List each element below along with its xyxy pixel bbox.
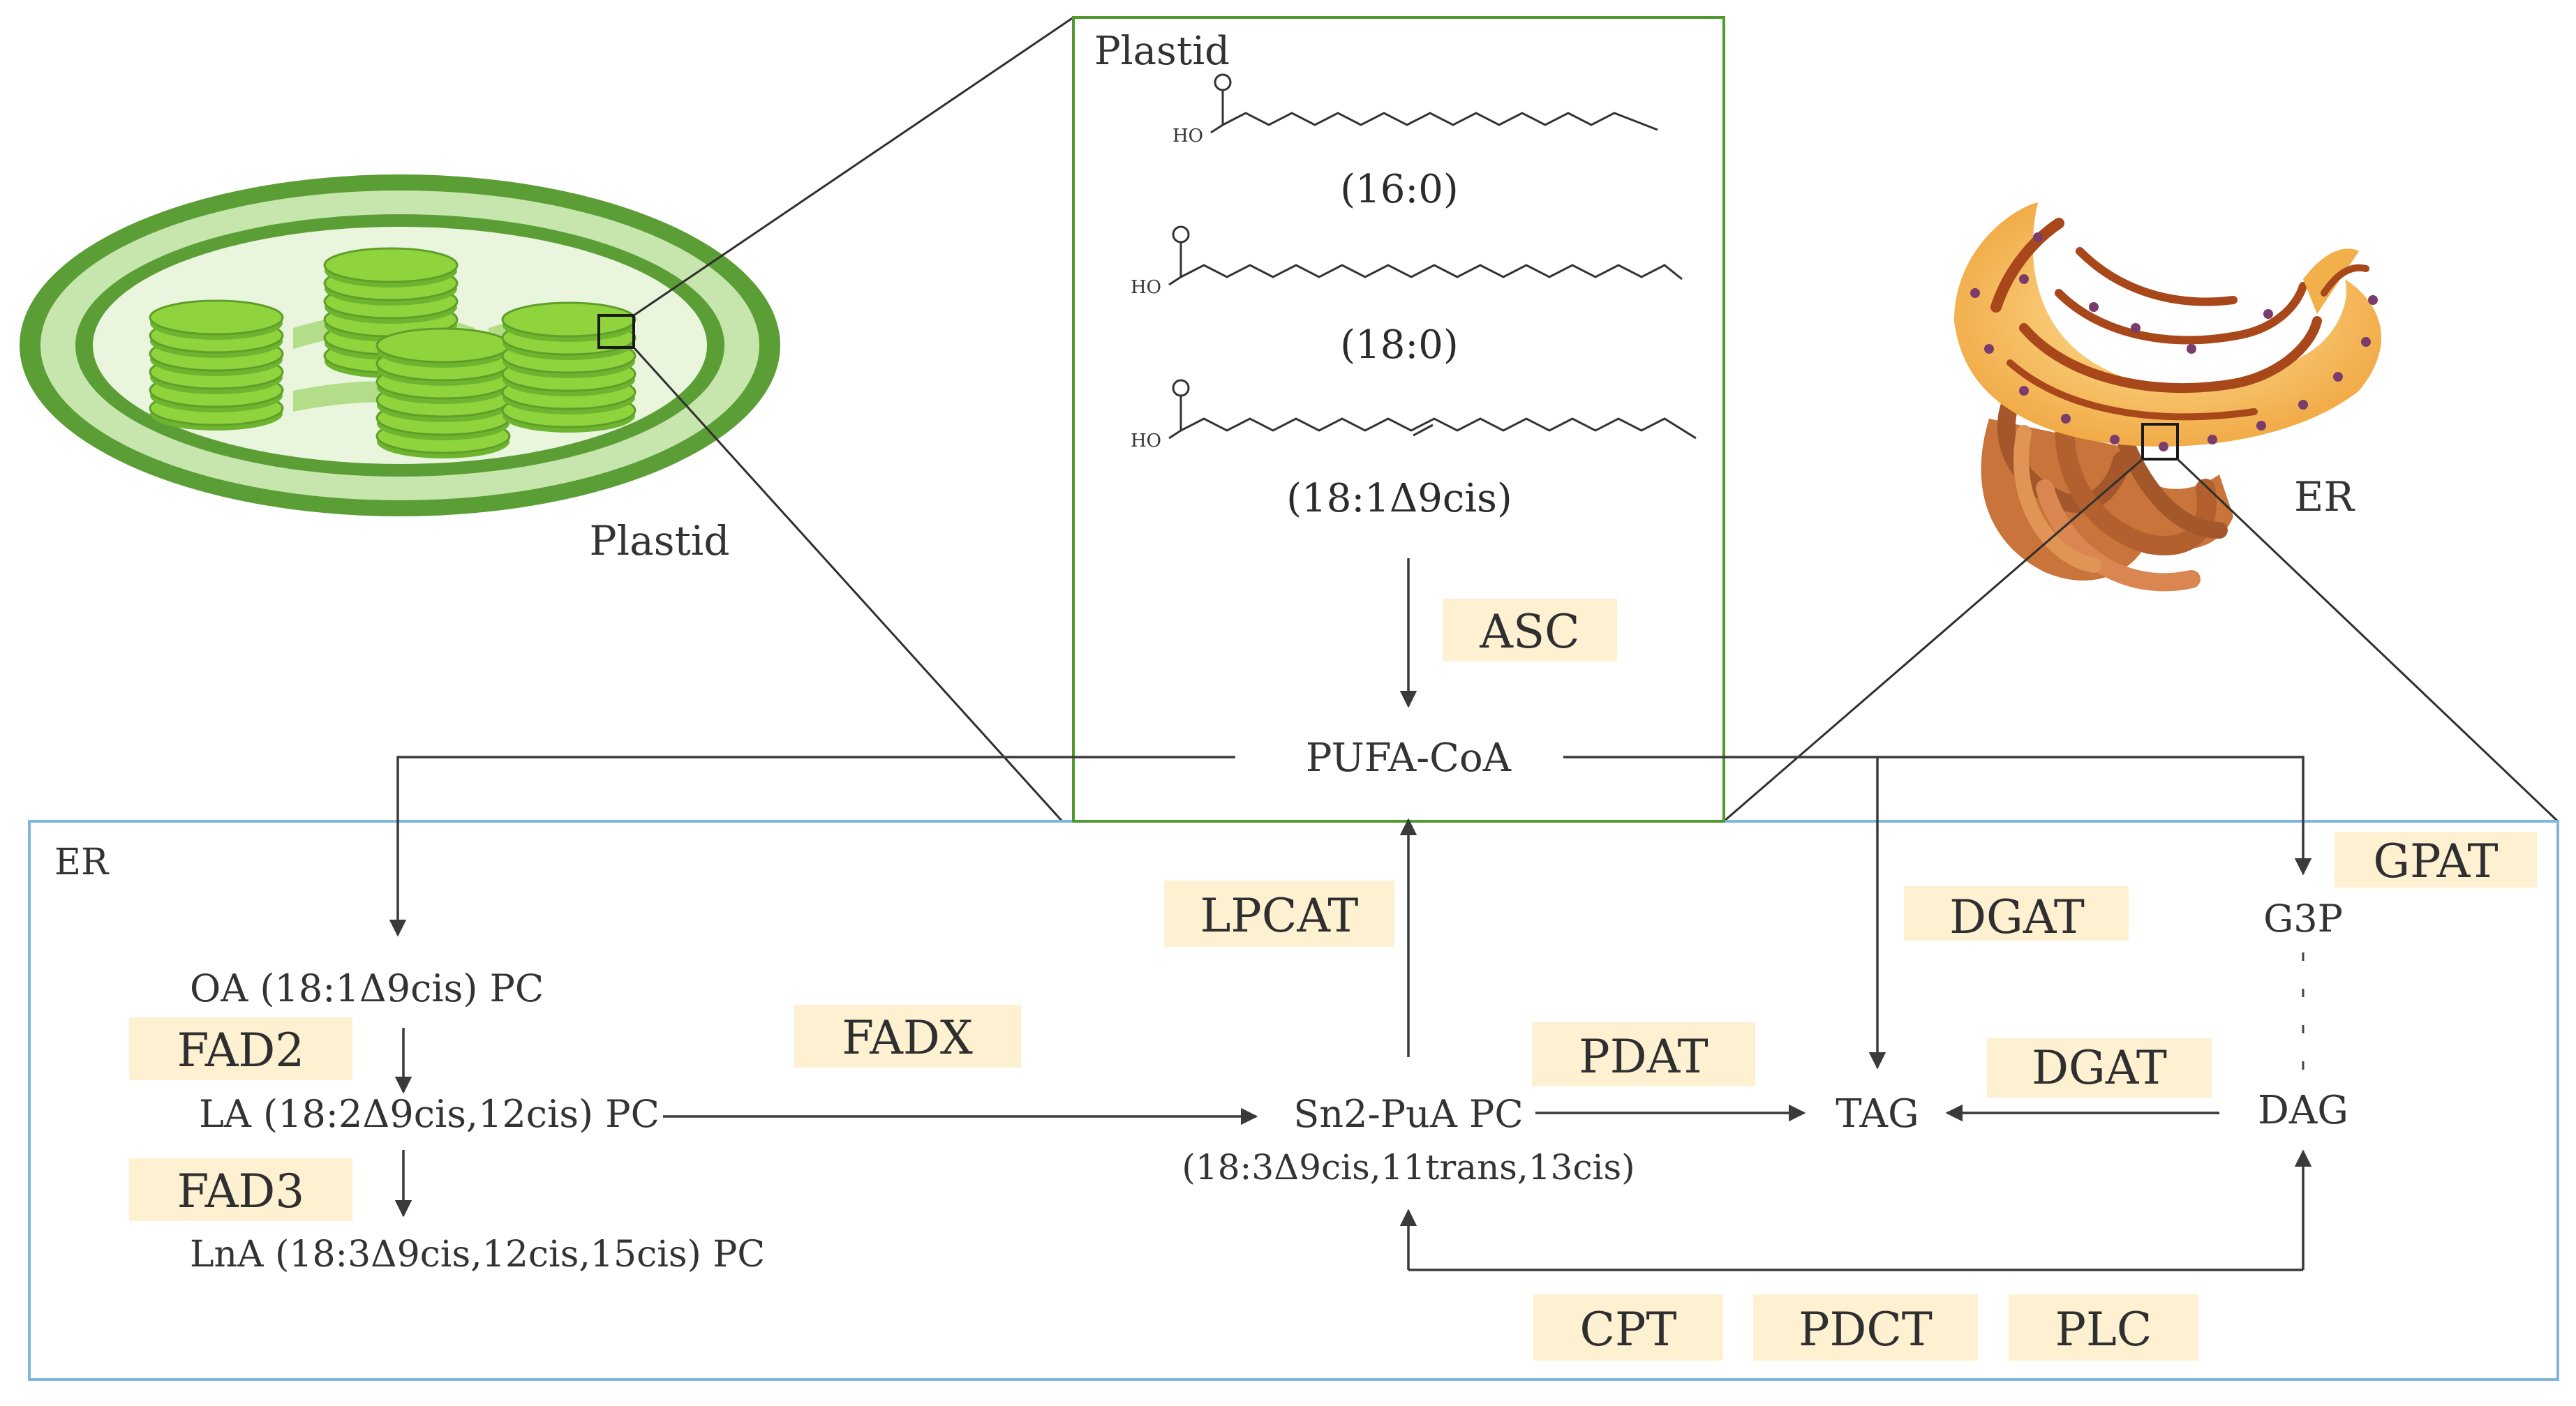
granum-stack — [149, 247, 636, 458]
fatty-acid-18-1-d9cis: HO — [1131, 379, 1697, 451]
svg-text:DGAT: DGAT — [2032, 1041, 2167, 1095]
er-panel-title: ER — [54, 842, 110, 883]
granum-stack — [149, 299, 284, 431]
granum-stack — [375, 327, 511, 458]
la-pc-label: LA (18:2Δ9cis,12cis) PC — [199, 1092, 660, 1136]
svg-text:LPCAT: LPCAT — [1200, 889, 1359, 943]
fatty-acid-label-18-0: (18:0) — [1340, 322, 1458, 368]
svg-text:FAD2: FAD2 — [177, 1024, 305, 1077]
enzyme-dgat-mid: DGAT — [1987, 1038, 2212, 1098]
enzyme-plc: PLC — [2009, 1294, 2198, 1361]
enzyme-gpat: GPAT — [2335, 832, 2537, 888]
enzyme-fad3: FAD3 — [129, 1158, 352, 1221]
plastid-zoom-lines — [632, 16, 1074, 823]
g3p-label: G3P — [2263, 897, 2343, 941]
dag-label: DAG — [2258, 1088, 2348, 1133]
er-zoom-box — [2141, 423, 2179, 461]
fatty-acid-18-0: HO — [1131, 225, 1683, 298]
ho-group: HO — [1131, 277, 1161, 298]
svg-text:CPT: CPT — [1580, 1303, 1677, 1356]
ho-group: HO — [1131, 431, 1161, 451]
svg-text:GPAT: GPAT — [2373, 835, 2498, 888]
plastid-panel — [1072, 16, 1725, 823]
plastid-zoom-box — [597, 314, 635, 349]
svg-text:DGAT: DGAT — [1949, 890, 2085, 944]
fatty-acid-label-16-0: (16:0) — [1340, 167, 1458, 212]
svg-text:FAD3: FAD3 — [177, 1165, 305, 1218]
er-icon-label: ER — [2294, 473, 2355, 521]
plastid-icon-label: Plastid — [590, 517, 730, 564]
tag-label: TAG — [1836, 1091, 1919, 1137]
plastid-panel-title: Plastid — [1094, 29, 1230, 74]
enzyme-asc: ASC — [1443, 599, 1617, 661]
enzyme-lpcat: LPCAT — [1164, 881, 1394, 947]
enzyme-fadx: FADX — [794, 1005, 1021, 1068]
svg-text:PDAT: PDAT — [1579, 1030, 1708, 1084]
enzyme-fad2: FAD2 — [129, 1017, 352, 1080]
lna-pc-label: LnA (18:3Δ9cis,12cis,15cis) PC — [190, 1234, 765, 1276]
enzyme-cpt: CPT — [1533, 1294, 1723, 1361]
svg-text:PDCT: PDCT — [1799, 1303, 1933, 1356]
fatty-acid-16-0: HO — [1172, 73, 1658, 147]
svg-text:ASC: ASC — [1479, 605, 1579, 659]
sn2-pc-detail: (18:3Δ9cis,11trans,13cis) — [1182, 1147, 1635, 1188]
enzyme-pdct: PDCT — [1753, 1294, 1978, 1361]
oa-pc-label: OA (18:1Δ9cis) PC — [190, 966, 544, 1010]
ho-group: HO — [1172, 126, 1203, 147]
svg-text:FADX: FADX — [842, 1011, 973, 1065]
svg-text:PLC: PLC — [2055, 1303, 2152, 1356]
granum-stack — [501, 301, 636, 433]
er-icon — [1954, 202, 2382, 592]
fatty-acid-label-18-1: (18:1Δ9cis) — [1286, 476, 1512, 521]
enzyme-pdat: PDAT — [1532, 1022, 1755, 1086]
er-zoom-lines — [1723, 458, 2559, 823]
plastid-icon — [20, 174, 780, 516]
pufa-coa-label: PUFA-CoA — [1306, 735, 1512, 781]
pathway-arrows — [389, 558, 2312, 1271]
enzyme-dgat-top: DGAT — [1904, 886, 2129, 944]
sn2-pc-label: Sn2-PuA PC — [1293, 1092, 1523, 1136]
